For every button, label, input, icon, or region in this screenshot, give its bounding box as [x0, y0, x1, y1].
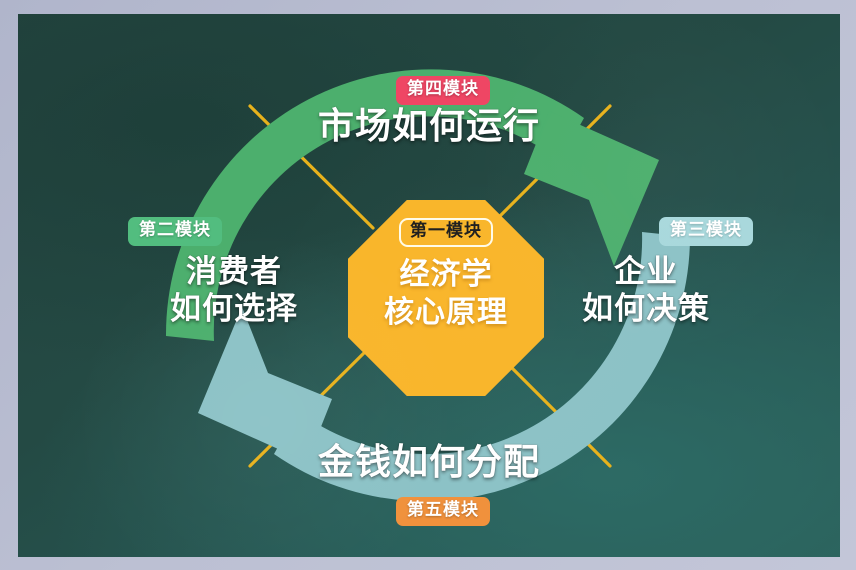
- center-octagon[interactable]: 第一模块 经济学 核心原理: [348, 200, 544, 396]
- diagram-stage: 市场如何运行 金钱如何分配 消费者 如何选择 企业 如何决策 第二模块 第三模块…: [18, 14, 840, 557]
- module-4-badge[interactable]: 第四模块: [396, 76, 490, 105]
- arrow-top-clockwise: [165, 69, 659, 342]
- module-4-label-line-1: 市场如何运行: [317, 106, 540, 147]
- module-3-label: 企业 如何决策: [526, 254, 766, 327]
- module-2-label: 消费者 如何选择: [114, 254, 354, 327]
- module-2-badge[interactable]: 第二模块: [128, 217, 222, 246]
- module-5-label-line-1: 金钱如何分配: [317, 442, 540, 483]
- center-title-line-1: 经济学: [399, 256, 493, 292]
- module-5-label: 金钱如何分配: [18, 442, 840, 484]
- chalkboard-background: 市场如何运行 金钱如何分配 消费者 如何选择 企业 如何决策 第二模块 第三模块…: [18, 14, 840, 557]
- center-title: 经济学 核心原理: [384, 256, 508, 333]
- module-3-label-line-1: 企业: [614, 254, 678, 290]
- arrow-bottom-clockwise: [198, 232, 690, 502]
- octagon-shape: [348, 200, 544, 396]
- octagon-content: 第一模块 经济学 核心原理: [348, 200, 544, 396]
- module-2-label-line-1: 消费者: [186, 254, 282, 290]
- module-5-badge[interactable]: 第五模块: [396, 497, 490, 526]
- module-3-badge[interactable]: 第三模块: [659, 217, 753, 246]
- module-1-badge[interactable]: 第一模块: [399, 218, 493, 247]
- module-2-label-line-2: 如何选择: [170, 290, 298, 327]
- module-3-label-line-2: 如何决策: [582, 290, 710, 327]
- arrows-layer: [165, 69, 690, 502]
- arrow-bottom-head: [198, 307, 332, 462]
- arrow-top-head: [524, 111, 659, 266]
- module-4-label: 市场如何运行: [18, 106, 840, 148]
- arrow-bottom-arc: [274, 232, 690, 502]
- center-title-line-2: 核心原理: [384, 294, 508, 330]
- arrow-top-arc: [165, 69, 584, 342]
